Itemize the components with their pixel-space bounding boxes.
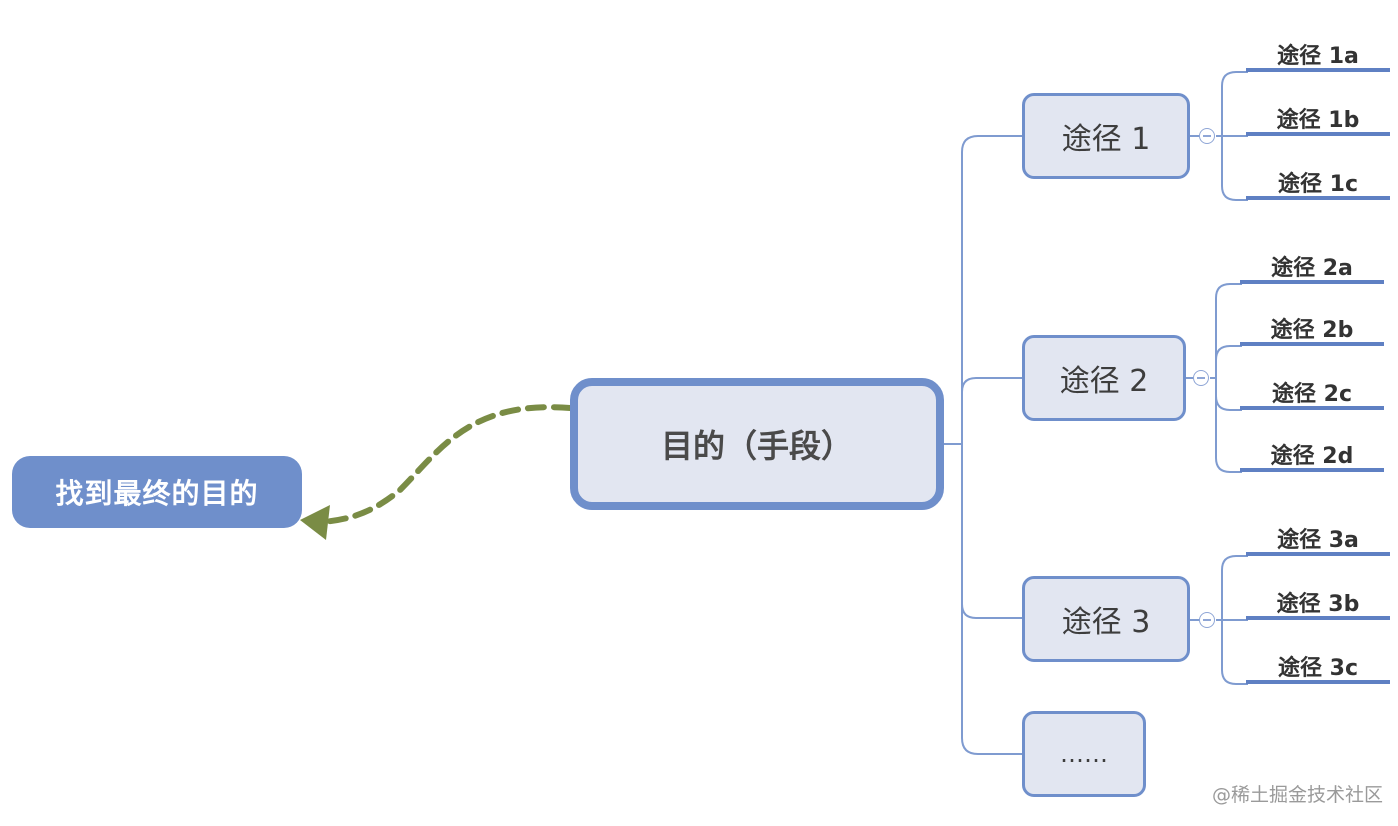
leaf-node[interactable]: 途径 1b [1246,102,1390,136]
leaf-node[interactable]: 途径 2b [1240,312,1384,346]
goal-arrow-head [300,505,330,540]
collapse-toggle-icon[interactable] [1199,128,1215,144]
branch-node-more[interactable]: …… [1022,711,1146,797]
branch-node-label: 途径 3 [1061,605,1151,640]
leaf-node-label: 途径 3b [1276,592,1360,617]
branch-node-label: …… [1060,740,1108,768]
leaf-node[interactable]: 途径 2a [1240,250,1384,284]
leaf-node[interactable]: 途径 3b [1246,586,1390,620]
center-topic-node[interactable]: 目的（手段） [570,378,944,510]
branch-1-leaf-links [1216,71,1248,201]
leaf-node-label: 途径 2c [1271,382,1352,407]
branch-more-link [961,600,1024,755]
center-topic-label: 目的（手段） [660,427,853,465]
leaf-node-label: 途径 2b [1270,318,1354,343]
collapse-toggle-icon[interactable] [1199,612,1215,628]
leaf-node-label: 途径 3c [1277,656,1358,681]
branch-2-link [961,377,1024,393]
branch-node-label: 途径 2 [1059,364,1149,399]
leaf-node-label: 途径 3a [1277,528,1359,553]
leaf-node[interactable]: 途径 2c [1240,376,1384,410]
leaf-node[interactable]: 途径 1c [1246,166,1390,200]
branch-node-2[interactable]: 途径 2 [1022,335,1186,421]
branch-node-label: 途径 1 [1061,122,1151,157]
leaf-node[interactable]: 途径 3c [1246,650,1390,684]
leaf-node-label: 途径 2d [1270,444,1354,469]
leaf-node[interactable]: 途径 2d [1240,438,1384,472]
leaf-node-label: 途径 2a [1271,256,1353,281]
branch-2-leaf-links [1210,283,1242,473]
leaf-node[interactable]: 途径 1a [1246,38,1390,72]
leaf-node-label: 途径 1c [1277,172,1358,197]
goal-node[interactable]: 找到最终的目的 [12,456,302,528]
goal-node-label: 找到最终的目的 [55,477,259,510]
leaf-node-label: 途径 1a [1277,44,1359,69]
branch-1-link [961,135,1024,444]
leaf-node[interactable]: 途径 3a [1246,522,1390,556]
leaf-node-label: 途径 1b [1276,108,1360,133]
branch-3-link [961,444,1024,619]
collapse-toggle-icon[interactable] [1193,370,1209,386]
branch-node-3[interactable]: 途径 3 [1022,576,1190,662]
goal-arrow-path [319,404,573,525]
branch-node-1[interactable]: 途径 1 [1022,93,1190,179]
watermark-text: @稀土掘金技术社区 [1212,784,1384,806]
branch-3-leaf-links [1216,555,1248,685]
